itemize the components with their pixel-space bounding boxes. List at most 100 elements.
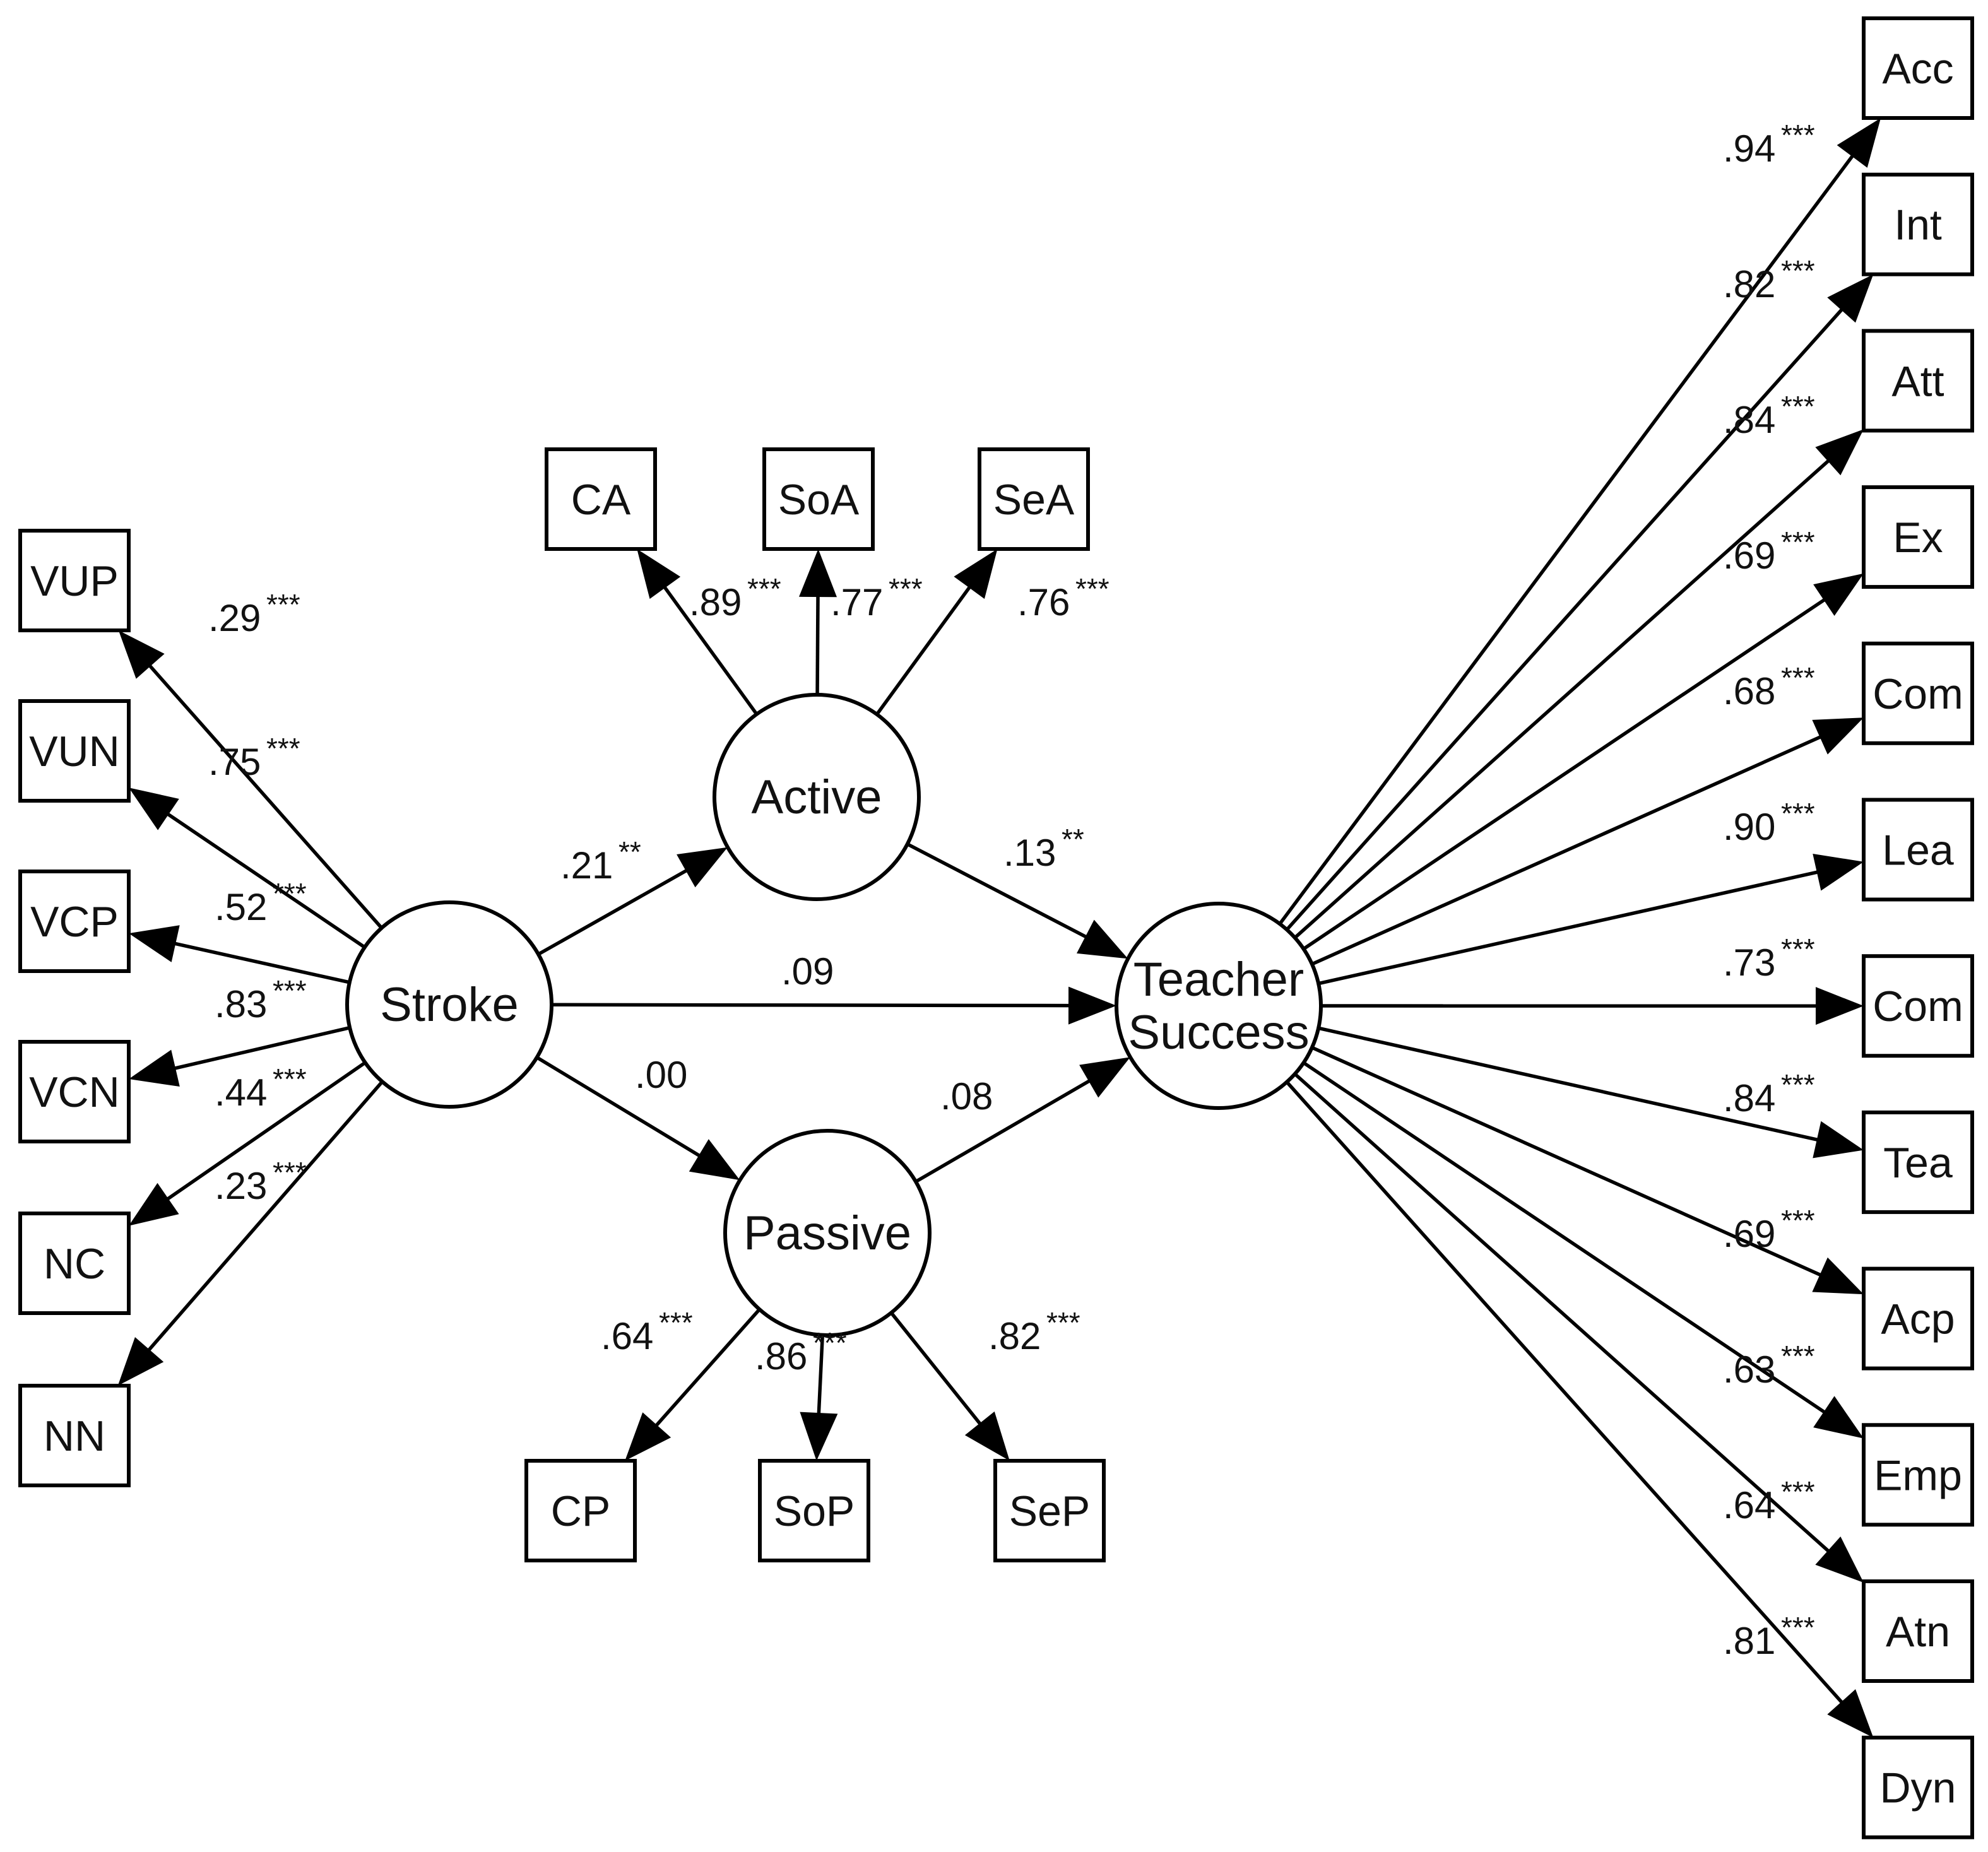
- passive-indicator-sop-1-coefficient: .86: [755, 1335, 807, 1377]
- stroke-indicator-nc-4-path: [165, 1061, 367, 1202]
- active-indicator-soa-1-path: [815, 594, 820, 695]
- stroke-indicator-vcn-3-box: [18, 1040, 131, 1143]
- teacher-indicator-lea-5-box: [1862, 798, 1974, 902]
- teacher-indicator-com-6-box-label: Com: [1873, 982, 1963, 1030]
- teacher-indicator-dyn-11-box-label: Dyn: [1880, 1764, 1956, 1812]
- teacher-indicator-com-6-box: [1862, 954, 1974, 1058]
- active-indicator-ca-0-path-arrowhead: [637, 549, 681, 599]
- stroke-indicator-vun-1-box-label: VUN: [29, 728, 120, 776]
- teacher-indicator-lea-5-path-arrowhead: [1813, 854, 1864, 891]
- teacher-indicator-com-4-coefficient: .68: [1723, 670, 1775, 712]
- diagram-labels: .29***.75***.52***.83***.44***.23***.89*…: [208, 119, 1815, 1662]
- teacher-indicator-ex-3-path: [1303, 597, 1827, 951]
- active-indicator-sea-2-significance: ***: [1075, 572, 1109, 605]
- teacher-indicator-atn-10-path-arrowhead: [1815, 1536, 1864, 1583]
- teacher-indicator-lea-5-coefficient: .90: [1723, 806, 1775, 848]
- active-indicator-ca-0-box-label: CA: [571, 476, 631, 524]
- teacher-indicator-acp-8-box: [1862, 1266, 1974, 1371]
- teacher-indicator-acp-8-significance: ***: [1781, 1204, 1815, 1237]
- teacher-indicator-ex-3-box-label: Ex: [1893, 514, 1943, 562]
- structural-path-stroke-passive-arrowhead: [689, 1139, 740, 1181]
- active-indicator-sea-2-box: [978, 447, 1090, 551]
- passive-indicator-sep-2-box-label: SeP: [1009, 1487, 1091, 1535]
- passive-indicator-sop-1-path-arrowhead: [800, 1412, 838, 1461]
- teacher-indicator-ex-3-path-arrowhead: [1813, 573, 1864, 616]
- latent-passive: [723, 1129, 932, 1337]
- structural-path-passive-teacher-coefficient: .08: [940, 1075, 993, 1118]
- stroke-indicator-nn-5-significance: ***: [273, 1156, 307, 1189]
- teacher-indicator-atn-10-significance: ***: [1781, 1475, 1815, 1508]
- teacher-indicator-acp-8-path: [1311, 1046, 1823, 1278]
- teacher-indicator-tea-7-path-arrowhead: [1813, 1121, 1864, 1159]
- teacher-indicator-att-2-path-arrowhead: [1815, 429, 1864, 476]
- stroke-indicator-nc-4-path-arrowhead: [129, 1183, 179, 1226]
- teacher-indicator-int-1-box: [1862, 172, 1974, 276]
- teacher-indicator-com-6-coefficient: .73: [1723, 941, 1775, 984]
- stroke-indicator-vcp-2-significance: ***: [273, 877, 307, 910]
- teacher-indicator-int-1-path: [1285, 307, 1845, 931]
- teacher-indicator-dyn-11-path-arrowhead: [1827, 1689, 1874, 1738]
- teacher-indicator-acc-0-path-arrowhead: [1837, 118, 1881, 168]
- active-indicator-sea-2-path: [875, 584, 973, 716]
- teacher-indicator-dyn-11-significance: ***: [1781, 1611, 1815, 1644]
- passive-indicator-sep-2-significance: ***: [1046, 1306, 1080, 1339]
- teacher-indicator-acc-0-significance: ***: [1781, 119, 1815, 151]
- passive-indicator-sep-2-box: [993, 1459, 1106, 1562]
- teacher-indicator-acc-0-box: [1862, 16, 1974, 120]
- structural-path-stroke-active-significance: **: [618, 835, 641, 868]
- teacher-indicator-com-6-significance: ***: [1781, 933, 1815, 965]
- teacher-indicator-atn-10-box: [1862, 1579, 1974, 1683]
- stroke-indicator-vcp-2-box-label: VCP: [30, 898, 119, 946]
- passive-indicator-cp-0-box-label: CP: [551, 1487, 610, 1535]
- diagram-paths: [117, 118, 1881, 1738]
- active-indicator-ca-0-box: [545, 447, 657, 551]
- teacher-indicator-com-4-path: [1311, 734, 1823, 966]
- passive-indicator-cp-0-box: [524, 1459, 637, 1562]
- active-indicator-ca-0-path: [662, 584, 759, 716]
- teacher-indicator-emp-9-box: [1862, 1423, 1974, 1527]
- structural-path-active-teacher-coefficient: .13: [1003, 832, 1056, 874]
- teacher-indicator-acc-0-box-label: Acc: [1882, 45, 1953, 93]
- stroke-indicator-nc-4-coefficient: .44: [215, 1071, 267, 1114]
- teacher-indicator-acp-8-coefficient: .69: [1723, 1213, 1775, 1255]
- latent-active: [713, 693, 921, 901]
- stroke-indicator-vcp-2-path: [172, 941, 350, 984]
- active-indicator-ca-0-coefficient: .89: [689, 581, 742, 623]
- teacher-indicator-atn-10-path: [1293, 1072, 1831, 1554]
- stroke-indicator-vcn-3-box-label: VCN: [29, 1068, 120, 1116]
- teacher-indicator-ex-3-box: [1862, 485, 1974, 589]
- teacher-indicator-emp-9-path-arrowhead: [1813, 1396, 1864, 1439]
- teacher-indicator-dyn-11-coefficient: .81: [1723, 1620, 1775, 1662]
- passive-indicator-sep-2-path-arrowhead: [964, 1411, 1010, 1461]
- active-indicator-sea-2-box-label: SeA: [993, 476, 1075, 524]
- stroke-indicator-nn-5-box-label: NN: [44, 1412, 105, 1460]
- teacher-indicator-tea-7-coefficient: .84: [1723, 1077, 1775, 1119]
- teacher-indicator-com-6-path-arrowhead: [1815, 987, 1864, 1025]
- passive-indicator-cp-0-path-arrowhead: [625, 1412, 672, 1461]
- structural-path-stroke-teacher-coefficient: .09: [781, 950, 834, 993]
- passive-indicator-cp-0-significance: ***: [659, 1306, 693, 1339]
- teacher-indicator-dyn-11-box: [1862, 1735, 1974, 1839]
- stroke-indicator-vup-0-path-arrowhead: [118, 630, 165, 679]
- teacher-indicator-com-4-box: [1862, 641, 1974, 745]
- teacher-indicator-emp-9-box-label: Emp: [1874, 1451, 1962, 1499]
- structural-path-passive-teacher-arrowhead: [1079, 1057, 1130, 1098]
- active-indicator-soa-1-box: [762, 447, 875, 551]
- active-indicator-soa-1-box-label: SoA: [778, 476, 860, 524]
- teacher-indicator-atn-10-box-label: Atn: [1886, 1608, 1950, 1656]
- stroke-indicator-vup-0-coefficient: .29: [208, 597, 261, 639]
- teacher-indicator-tea-7-box: [1862, 1110, 1974, 1214]
- active-indicator-soa-1-coefficient: .77: [831, 581, 883, 623]
- passive-indicator-sop-1-box-label: SoP: [774, 1487, 855, 1535]
- passive-indicator-sep-2-coefficient: .82: [988, 1315, 1041, 1357]
- structural-path-stroke-active-coefficient: .21: [560, 844, 613, 887]
- teacher-indicator-int-1-significance: ***: [1781, 254, 1815, 287]
- teacher-indicator-atn-10-coefficient: .64: [1723, 1484, 1775, 1526]
- stroke-indicator-nn-5-coefficient: .23: [215, 1165, 267, 1207]
- stroke-indicator-vun-1-significance: ***: [266, 732, 300, 765]
- teacher-indicator-lea-5-significance: ***: [1781, 797, 1815, 830]
- structural-path-stroke-teacher-arrowhead: [1068, 986, 1117, 1025]
- latent-stroke: [345, 900, 553, 1109]
- stroke-indicator-nn-5-path-arrowhead: [117, 1336, 164, 1386]
